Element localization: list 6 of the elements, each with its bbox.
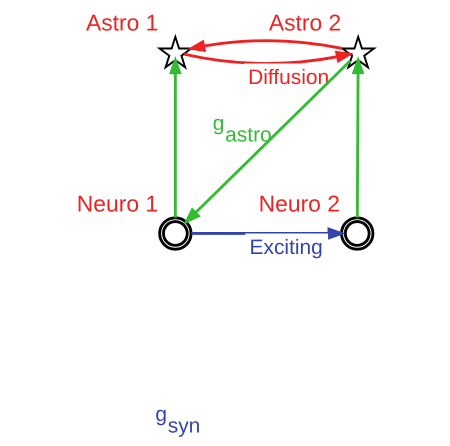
node-label: Astro 2 [268,9,341,36]
node-label: Neuro 2 [258,190,340,216]
node-label: Neuro 1 [76,190,158,216]
node-label: Astro 1 [86,9,158,36]
edge-label: Exciting [249,236,322,260]
edge-label: Diffusion [248,66,329,90]
